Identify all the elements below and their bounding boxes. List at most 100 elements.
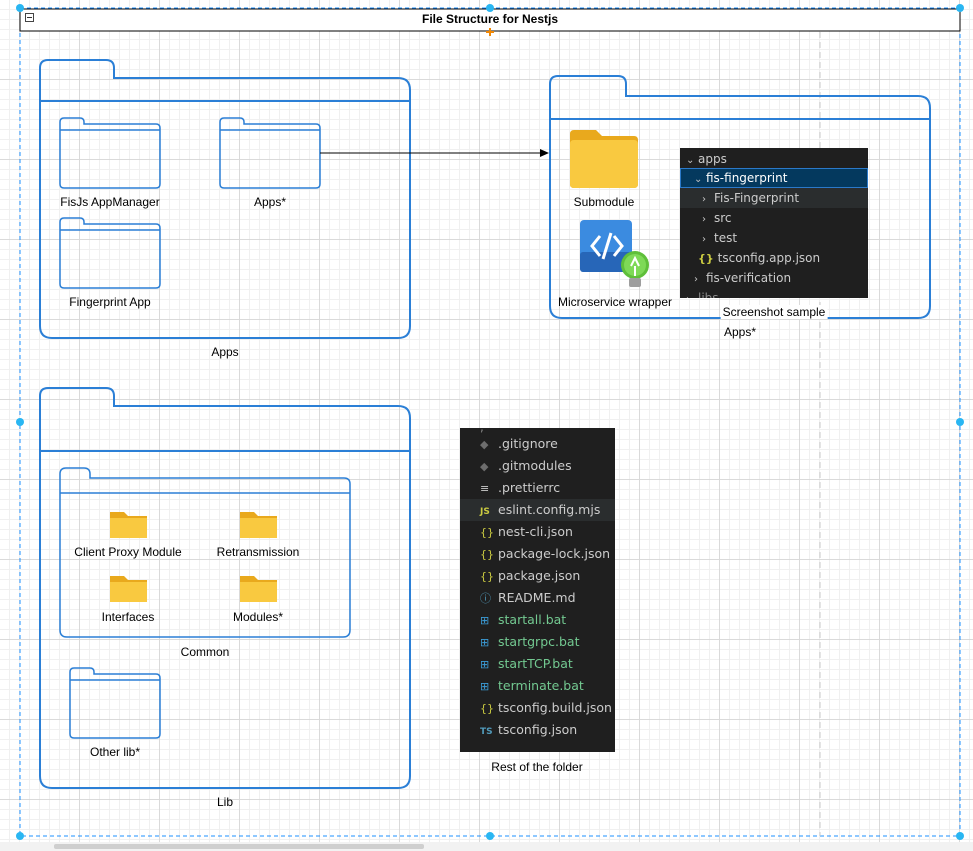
lib-group-folder[interactable] bbox=[39, 387, 411, 789]
folder-label-retransmission: Retransmission bbox=[216, 545, 300, 559]
resize-handle-bottom-right[interactable] bbox=[956, 832, 964, 840]
file-row-eslint-config-mjs[interactable]: JS eslint.config.mjs bbox=[460, 499, 615, 521]
file-name: tsconfig.build.json bbox=[498, 700, 612, 715]
retransmission-folder-icon[interactable] bbox=[240, 512, 277, 538]
chevron-down-icon: ⌄ bbox=[694, 174, 703, 185]
apps-star-folder[interactable] bbox=[219, 117, 321, 189]
folder-label-modules: Modules* bbox=[232, 610, 284, 624]
json-icon: {} bbox=[480, 702, 494, 715]
scrollbar-track[interactable] bbox=[0, 842, 973, 851]
folder-label-apps-star: Apps* bbox=[253, 195, 287, 209]
tree-row-tsconfig-app[interactable]: {}tsconfig.app.json bbox=[698, 251, 821, 265]
tree-row-src[interactable]: ›src bbox=[680, 208, 868, 228]
chevron-right-icon: › bbox=[686, 290, 698, 298]
folder-label-fingerprint-app: Fingerprint App bbox=[69, 295, 151, 309]
file-row-startall-bat[interactable]: ⊞startall.bat bbox=[460, 609, 615, 631]
resize-handle-left[interactable] bbox=[16, 418, 24, 426]
resize-handle-top-left[interactable] bbox=[16, 4, 24, 12]
anchor-marker[interactable] bbox=[486, 28, 494, 36]
apps-detail-label: Apps* bbox=[723, 325, 757, 339]
folder-label-client-proxy: Client Proxy Module bbox=[74, 545, 182, 559]
apps-group-label: Apps bbox=[211, 345, 239, 359]
lines-icon: ≡ bbox=[480, 482, 490, 495]
file-row-package-lock-json[interactable]: {}package-lock.json bbox=[460, 543, 615, 565]
file-row-startgrpc-bat[interactable]: ⊞ startgrpc.bat bbox=[460, 631, 615, 653]
tree-row-fis-fingerprint[interactable]: ⌄fis-fingerprint bbox=[680, 168, 868, 188]
file-row-tsconfig-json[interactable]: TS tsconfig.json bbox=[460, 719, 615, 741]
scrollbar-thumb[interactable] bbox=[54, 844, 424, 849]
microservice-wrapper-label: Microservice wrapper bbox=[557, 295, 673, 309]
json-icon: {} bbox=[480, 570, 494, 583]
tree-row-fis-verification[interactable]: ›fis-verification bbox=[680, 268, 868, 288]
file-name: package-lock.json bbox=[498, 546, 611, 561]
file-name: eslint.config.mjs bbox=[498, 502, 601, 517]
file-name: package.json bbox=[498, 568, 581, 583]
modules-folder-icon[interactable] bbox=[240, 576, 277, 602]
file-name: tsconfig.json bbox=[498, 722, 578, 737]
lib-group-label: Lib bbox=[216, 795, 234, 809]
js-icon: JS bbox=[480, 507, 490, 517]
info-icon: ⓘ bbox=[480, 592, 491, 605]
resize-handle-top-right[interactable] bbox=[956, 4, 964, 12]
screenshot-sample-tree[interactable]: ⌄apps ⌄fis-fingerprint ›Fis-Fingerprint … bbox=[680, 148, 868, 298]
fingerprint-app-folder[interactable] bbox=[59, 217, 161, 289]
windows-icon: ⊞ bbox=[480, 636, 490, 649]
file-row-starttcp-bat[interactable]: ⊞ startTCP.bat bbox=[460, 653, 615, 675]
screenshot-sample-label: Screenshot sample bbox=[720, 305, 828, 319]
windows-icon: ⊞ bbox=[480, 680, 490, 693]
submodule-folder-icon[interactable] bbox=[570, 130, 638, 188]
file-name: startgrpc.bat bbox=[498, 634, 580, 649]
git-icon: ◆ bbox=[480, 460, 489, 473]
tree-row-fis-fingerprint-sub[interactable]: ›Fis-Fingerprint bbox=[680, 188, 868, 208]
chevron-right-icon: › bbox=[702, 234, 706, 245]
arrow-head bbox=[540, 149, 549, 157]
microservice-code-icon[interactable] bbox=[580, 220, 632, 272]
common-label: Common bbox=[180, 645, 230, 659]
chevron-right-icon: › bbox=[694, 274, 698, 285]
windows-icon: ⊞ bbox=[480, 614, 490, 627]
file-row-tsconfig-build-json[interactable]: {} tsconfig.build.json bbox=[460, 697, 615, 719]
scroll-cut-marker: , bbox=[480, 428, 484, 434]
tree-row-apps[interactable]: ⌄apps bbox=[680, 149, 868, 169]
file-row-gitignore[interactable]: ◆ .gitignore bbox=[460, 433, 615, 455]
windows-icon: ⊞ bbox=[480, 658, 490, 671]
interfaces-folder-icon[interactable] bbox=[110, 576, 147, 602]
file-name: README.md bbox=[498, 590, 576, 605]
json-braces-icon: {} bbox=[698, 252, 714, 265]
apps-detail-folder[interactable] bbox=[549, 75, 931, 319]
file-row-nest-cli-json[interactable]: {}nest-cli.json bbox=[460, 521, 615, 543]
file-name: .prettierrc bbox=[498, 480, 561, 495]
file-name: nest-cli.json bbox=[498, 524, 573, 539]
resize-handle-top[interactable] bbox=[486, 4, 494, 12]
git-icon: ◆ bbox=[480, 438, 489, 451]
file-row-readme-md[interactable]: ⓘ README.md bbox=[460, 587, 615, 609]
submodule-label: Submodule bbox=[573, 195, 635, 209]
tree-row-libs[interactable]: ›libs bbox=[680, 288, 868, 298]
chevron-down-icon: ⌄ bbox=[686, 155, 695, 166]
diagram-title[interactable]: File Structure for Nestjs bbox=[421, 12, 559, 26]
file-row-prettierrc[interactable]: ≡ .prettierrc bbox=[460, 477, 615, 499]
apps-group-folder[interactable] bbox=[39, 59, 411, 339]
client-proxy-folder-icon[interactable] bbox=[110, 512, 147, 538]
tree-row-test[interactable]: ›test bbox=[680, 228, 868, 248]
lightbulb-icon bbox=[621, 251, 649, 287]
resize-handle-bottom[interactable] bbox=[486, 832, 494, 840]
file-name: .gitignore bbox=[498, 436, 558, 451]
folder-label-interfaces: Interfaces bbox=[101, 610, 155, 624]
ts-icon: TS bbox=[480, 727, 493, 737]
rest-of-folder-label: Rest of the folder bbox=[491, 760, 583, 774]
file-row-terminate-bat[interactable]: ⊞terminate.bat bbox=[460, 675, 615, 697]
fisjs-appmanager-folder[interactable] bbox=[59, 117, 161, 189]
collapse-icon[interactable] bbox=[25, 13, 34, 22]
file-name: startTCP.bat bbox=[498, 656, 573, 671]
file-name: .gitmodules bbox=[498, 458, 572, 473]
folder-label-fisjs-appmanager: FisJs AppManager bbox=[60, 195, 160, 209]
file-row-package-json[interactable]: {} package.json bbox=[460, 565, 615, 587]
other-lib-folder[interactable] bbox=[69, 667, 161, 739]
common-folder[interactable] bbox=[59, 467, 351, 638]
file-row-gitmodules[interactable]: ◆ .gitmodules bbox=[460, 455, 615, 477]
resize-handle-bottom-left[interactable] bbox=[16, 832, 24, 840]
resize-handle-right[interactable] bbox=[956, 418, 964, 426]
